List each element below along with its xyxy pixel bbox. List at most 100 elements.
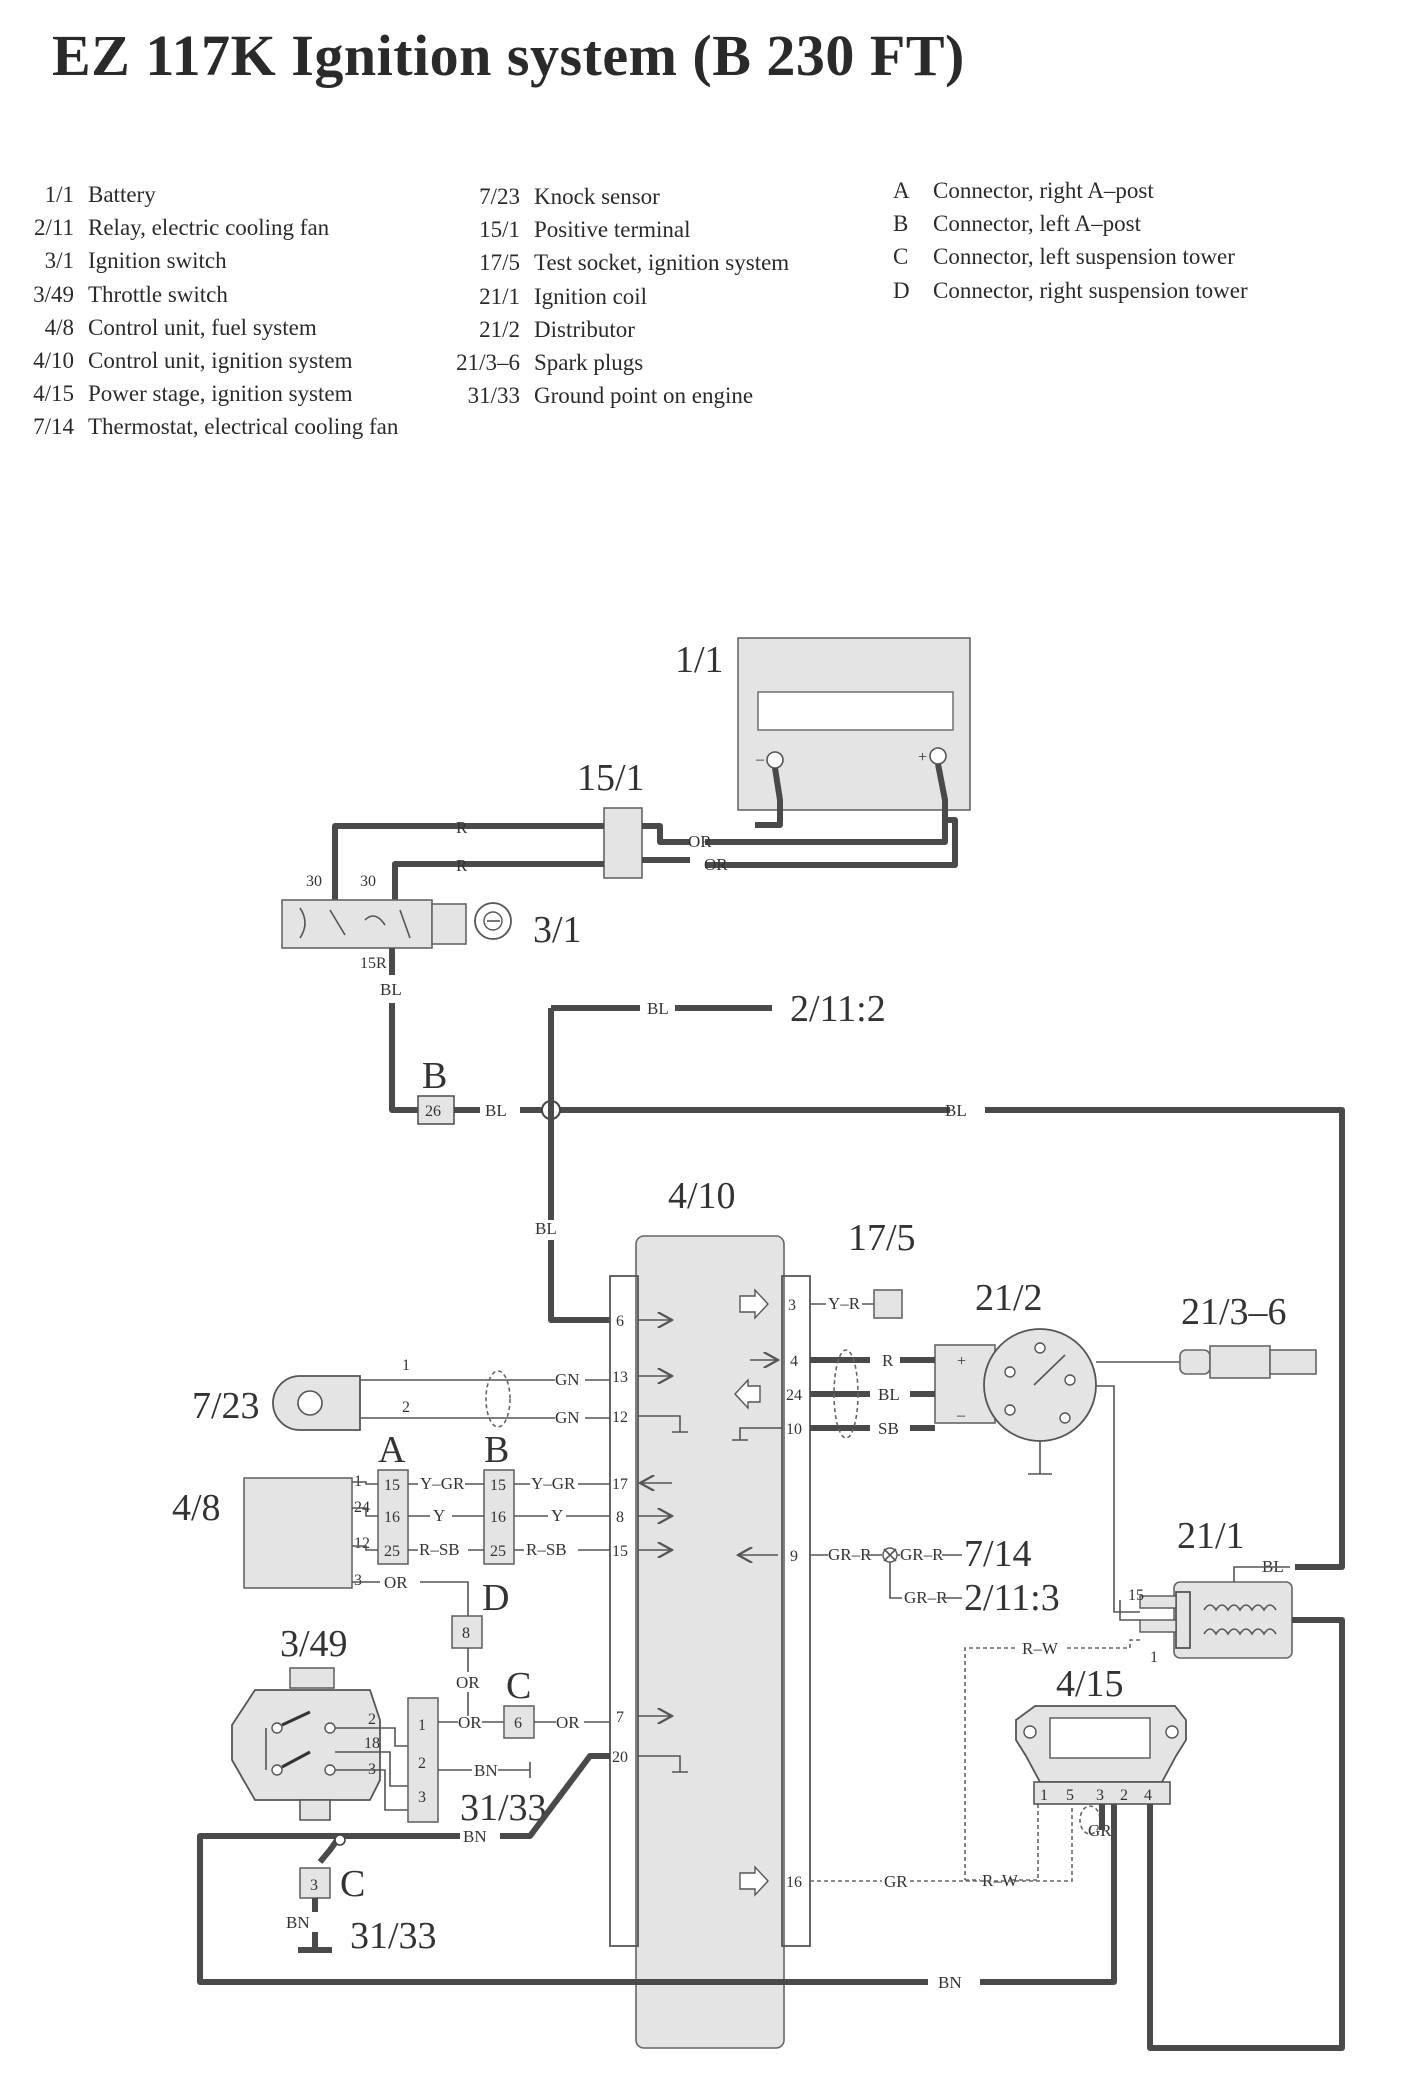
power-stage	[1015, 1705, 1187, 1805]
battery: – +	[737, 637, 971, 811]
relay-fan-2-label: 2/11:2	[790, 988, 886, 1030]
wire-label-r-w-1: R–W	[1022, 1639, 1059, 1658]
legend-desc: Spark plugs	[534, 350, 644, 376]
wire-label-bl-main: BL	[945, 1101, 967, 1120]
or-wire-d	[352, 1581, 469, 1616]
legend-row: 7/14 Thermostat, electrical cooling fan	[22, 410, 398, 443]
pin-label-a-15: 15	[384, 1477, 400, 1494]
legend-column-2: 7/23 Knock sensor 15/1 Positive terminal 1…	[440, 180, 789, 412]
test-socket	[873, 1289, 903, 1319]
legend-code: 3/1	[44, 248, 74, 274]
pin-label-throttle-2: 2	[368, 1711, 376, 1728]
bl-wire-switch	[389, 948, 418, 1113]
battery-ground-wire	[755, 767, 783, 828]
wire-label-gn-1: GN	[555, 1370, 580, 1389]
legend-code: 2/11	[33, 215, 74, 241]
throttle-switch-label: 3/49	[280, 1623, 348, 1665]
ground-symbol	[298, 1898, 332, 1953]
control-unit-ignition	[609, 1235, 811, 2049]
wire-label-bl-b: BL	[485, 1101, 507, 1120]
pin-label-tc-2: 2	[418, 1755, 426, 1772]
wire-label-r-w-2: R–W	[982, 1871, 1019, 1890]
wire-label-y-r: Y–R	[828, 1294, 861, 1313]
wire-label-r-2: R	[456, 856, 468, 875]
wire-label-gr-ps: GR	[1088, 1821, 1112, 1840]
legend-desc: Distributor	[534, 316, 635, 342]
pin-label-15r: 15R	[360, 955, 387, 972]
positive-terminal	[603, 807, 643, 879]
legend-code: C	[893, 244, 909, 270]
page-title: EZ 117K Ignition system (B 230 FT)	[52, 23, 965, 88]
battery-plus-label: +	[918, 749, 927, 766]
pin-label-coil-1: 1	[1150, 1649, 1158, 1666]
r-wire-2	[392, 861, 604, 900]
legend-desc: Knock sensor	[534, 184, 660, 209]
spark-plugs-label: 21/3–6	[1181, 1291, 1287, 1333]
connector-b	[483, 1469, 515, 1565]
r-w-wire-bottom	[965, 1804, 1039, 1881]
control-unit-fuel	[243, 1477, 353, 1589]
legend-code: 15/1	[479, 217, 520, 243]
wire-label-r-1: R	[456, 818, 468, 837]
control-unit-ignition-label: 4/10	[668, 1175, 736, 1217]
wire-label-or-2: OR	[704, 855, 728, 874]
wire-label-or-d-down: OR	[456, 1673, 480, 1692]
wire-label-y-2: Y	[551, 1506, 563, 1525]
pin-label-throttle-18: 18	[364, 1735, 380, 1752]
bn-wire-main	[197, 1753, 1117, 1985]
legend-desc: Connector, left suspension tower	[933, 244, 1235, 270]
pin-label-ps-3: 3	[1096, 1787, 1104, 1804]
connector-c3	[299, 1867, 331, 1899]
throttle-connector	[407, 1697, 439, 1823]
legend-code: 4/8	[44, 314, 74, 340]
bn-wire-tc	[438, 1762, 531, 1778]
pin-label-12: 12	[612, 1409, 628, 1426]
legend-desc: Positive terminal	[534, 217, 691, 243]
legend-desc: Connector, left A–post	[933, 211, 1141, 237]
battery-minus-label: –	[755, 751, 765, 768]
connector-b-top-label: B	[422, 1055, 447, 1097]
test-socket-label: 17/5	[848, 1217, 916, 1259]
r-wire-1	[332, 823, 604, 900]
legend-desc: Battery	[88, 182, 156, 207]
legend-code: 4/15	[33, 381, 74, 407]
positive-terminal-label: 15/1	[577, 757, 645, 799]
pin-label-20: 20	[612, 1749, 628, 1766]
legend-code: 7/23	[479, 184, 520, 209]
wire-label-bn-bottom: BN	[938, 1973, 962, 1992]
wire-label-r-sb-2: R–SB	[526, 1540, 567, 1559]
distributor-plus-label: +	[957, 1353, 966, 1370]
legend-code: 4/10	[33, 348, 74, 374]
legend-desc: Ignition coil	[534, 283, 648, 309]
relay-fan-3-label: 2/11:3	[964, 1577, 1060, 1619]
legend-code: B	[893, 211, 909, 237]
connector-d-label: D	[482, 1577, 509, 1619]
pin-label-10: 10	[786, 1421, 802, 1438]
legend-desc: Test socket, ignition system	[534, 250, 790, 276]
wire-label-bl-vertical: BL	[535, 1219, 557, 1238]
pin-label-24: 24	[786, 1387, 802, 1404]
legend-desc: Thermostat, electrical cooling fan	[88, 414, 399, 440]
ground-2-label: 31/33	[350, 1915, 437, 1957]
spark-plug	[1096, 1345, 1317, 1379]
pin-label-ps-5: 5	[1066, 1787, 1074, 1804]
wire-label-r-sb-1: R–SB	[419, 1540, 460, 1559]
battery-label: 1/1	[675, 639, 724, 681]
wire-label-bn-main: BN	[463, 1827, 487, 1846]
power-stage-label: 4/15	[1056, 1663, 1124, 1705]
wire-label-bn-ground: BN	[286, 1913, 310, 1932]
wire-label-or-1: OR	[688, 832, 712, 851]
ground-1-label: 31/33	[460, 1787, 547, 1829]
ignition-coil	[1139, 1581, 1293, 1659]
wire-label-or-c6: OR	[556, 1713, 580, 1732]
pin-label-a-16: 16	[384, 1509, 400, 1526]
legend-code: 7/14	[33, 414, 74, 440]
